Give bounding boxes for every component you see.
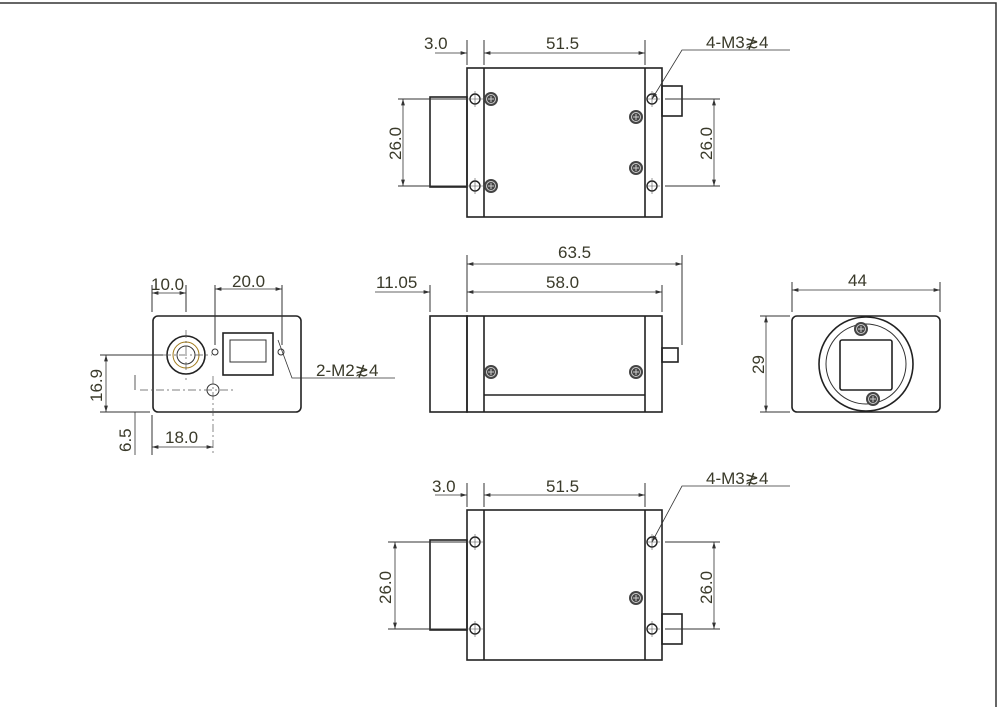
dim-connector: 10.0 (151, 275, 184, 294)
dim-hole-offset: 18.0 (165, 428, 198, 447)
rj45-port (222, 332, 274, 376)
dim-lens-mount: 11.05 (376, 273, 417, 292)
dim-right-height: 26.0 (697, 571, 716, 604)
dim-height: 16.9 (87, 369, 106, 402)
dim-right-height: 26.0 (697, 127, 716, 160)
lens-mount (429, 315, 468, 413)
dim-width: 44 (848, 271, 867, 290)
dim-left-height: 26.0 (376, 571, 395, 604)
dim-height: 29 (749, 355, 768, 374)
thread-note: 4-M3≵4 (706, 33, 768, 52)
thread-note: 4-M3≵4 (706, 469, 768, 488)
lens-mount (429, 539, 468, 631)
top-view: 3.0 51.5 4-M3≵4 26.0 26.0 (386, 33, 790, 218)
dim-body: 51.5 (546, 34, 579, 53)
dim-total: 63.5 (558, 243, 591, 262)
lens-ring (818, 316, 914, 412)
sensor (839, 339, 893, 391)
front-panel (791, 315, 941, 413)
side-view: 63.5 11.05 58.0 (375, 243, 683, 413)
thread-note: 2-M2≵4 (316, 361, 378, 380)
lens-mount (429, 96, 468, 188)
dim-hole-height: 6.5 (116, 428, 135, 452)
bottom-view: 3.0 51.5 4-M3≵4 26.0 26.0 (376, 469, 790, 661)
camera-body (466, 67, 663, 218)
connector (661, 347, 679, 363)
dim-flange: 3.0 (432, 477, 456, 496)
rear-panel (152, 315, 302, 413)
front-view: 44 29 (749, 271, 941, 413)
connector (661, 85, 683, 117)
camera-body (466, 315, 663, 413)
camera-body (466, 509, 663, 661)
dim-flange: 3.0 (424, 34, 448, 53)
dim-body: 58.0 (546, 273, 579, 292)
dim-rj45: 20.0 (232, 272, 265, 291)
rear-view: 10.0 20.0 2-M2≵4 16.9 6.5 18.0 (87, 272, 395, 455)
dim-left-height: 26.0 (386, 127, 405, 160)
dim-body: 51.5 (546, 477, 579, 496)
